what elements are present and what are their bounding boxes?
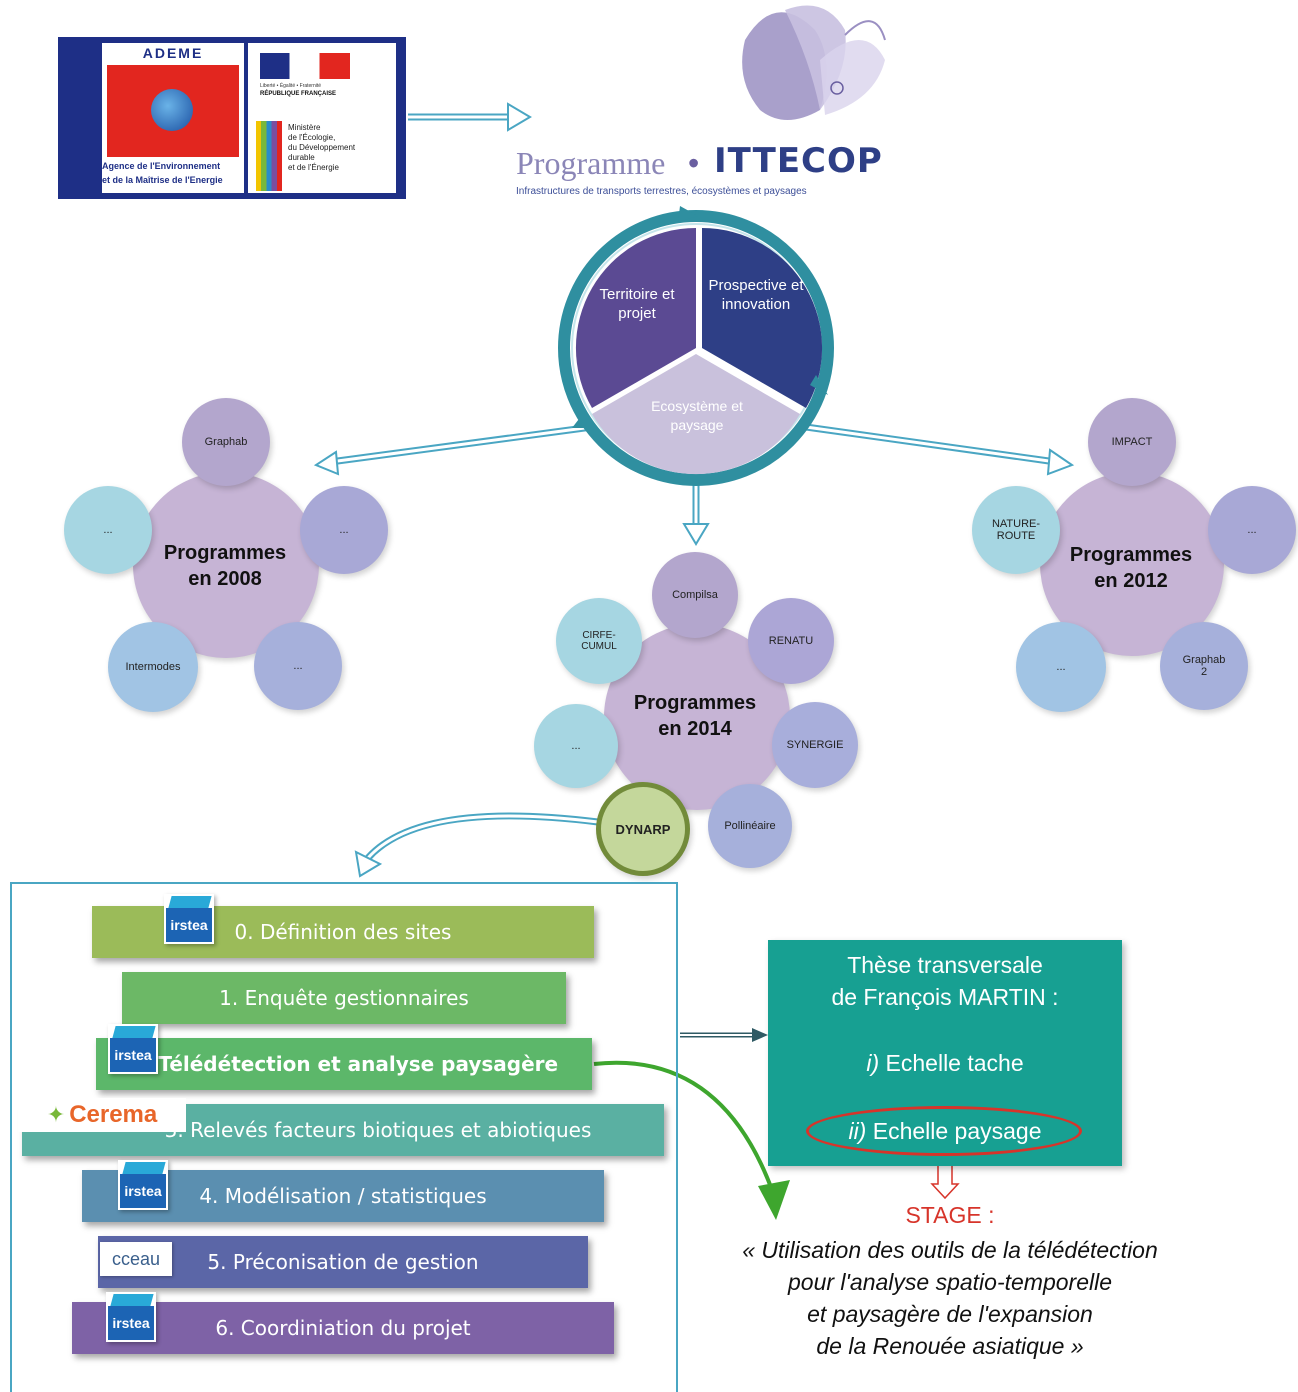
program-word: Programme: [516, 145, 666, 181]
ademe-subtitle-2: et de la Maîtrise de l'Energie: [102, 175, 223, 185]
ademe-subtitle-1: Agence de l'Environnement: [102, 161, 221, 171]
ministere-stripes-icon: [256, 121, 282, 191]
hub-2008-title-line2: en 2008: [188, 568, 262, 590]
satellite-impact: IMPACT: [1088, 398, 1176, 486]
arrow-dynarp-to-steps: [354, 812, 599, 878]
satellite-renatu: RENATU: [748, 598, 834, 684]
stage-line2: pour l'analyse spatio-temporelle: [787, 1269, 1112, 1295]
hub-2008-title-line1: Programmes: [163, 542, 287, 564]
program-name: ITTECOP: [714, 141, 883, 181]
satellite-nature-route: NATURE-ROUTE: [972, 486, 1060, 574]
step-2: 2. Télédétection et analyse paysagère: [96, 1038, 592, 1090]
segment-prospective: [702, 227, 823, 408]
program-subtitle: Infrastructures de transports terrestres…: [516, 186, 807, 197]
stage-description: « Utilisation des outils de la télédétec…: [700, 1234, 1200, 1362]
cycle-diagram: [558, 206, 834, 486]
republique-motto: Liberté • Égalité • Fraternité: [260, 83, 322, 89]
segment-prospective-label: Prospective et innovation: [708, 277, 804, 313]
ministere-line: durable: [288, 153, 315, 162]
satellite-intermodes: Intermodes: [108, 622, 198, 712]
satellite-graphab: Graphab: [182, 398, 270, 486]
ministere-line: du Développement: [288, 143, 356, 152]
irstea-logo-text: irstea: [108, 1306, 154, 1340]
ministere-text: Ministère de l'Écologie, du Développemen…: [288, 123, 355, 173]
irstea-logo-text: irstea: [110, 1038, 156, 1072]
satellite-2012-bottom-left: ...: [1016, 622, 1106, 712]
hub-2014-title-line1: Programmes: [633, 692, 757, 714]
step-6: 6. Coordiniation du projet: [72, 1302, 614, 1354]
stage-line4: de la Renouée asiatique »: [816, 1333, 1084, 1359]
stage-title: STAGE :: [905, 1202, 995, 1228]
these-line1: Thèse transversale: [847, 952, 1043, 978]
irstea-logo: irstea: [108, 1024, 158, 1074]
these-item1: i) Echelle tache: [768, 1050, 1122, 1077]
irstea-logo: irstea: [164, 894, 214, 944]
arrow-teledetection-to-stage: [593, 1060, 790, 1220]
ministere-line: Ministère: [288, 123, 321, 132]
satellite-dynarp: DYNARP: [596, 782, 690, 876]
these-line2: de François MARTIN :: [831, 984, 1059, 1010]
these-item2-highlight-ellipse: [806, 1106, 1082, 1156]
satellite-graphab-2: Graphab 2: [1160, 622, 1248, 710]
stage-line3: et paysagère de l'expansion: [807, 1301, 1093, 1327]
satellite-2014-left: ...: [534, 704, 618, 788]
irstea-logo: irstea: [118, 1160, 168, 1210]
hub-2012-title-line2: en 2012: [1094, 570, 1168, 592]
project-steps-frame: [10, 882, 678, 1392]
segment-territoire: [575, 227, 696, 408]
irstea-logo-text: irstea: [120, 1174, 166, 1208]
ademe-title: ADEME: [142, 45, 204, 61]
satellite-pollineaire: Pollinéaire: [708, 784, 792, 868]
republique-logo: Liberté • Égalité • Fraternité RÉPUBLIQU…: [248, 43, 396, 193]
step-4: 4. Modélisation / statistiques: [82, 1170, 604, 1222]
hub-2014-title-line2: en 2014: [658, 718, 732, 740]
these-item1-num: i): [866, 1050, 880, 1076]
arrow-cycle-to-2014: [682, 478, 710, 546]
satellite-compilsa: Compilsa: [652, 552, 738, 638]
stage-line1: « Utilisation des outils de la télédétec…: [742, 1237, 1158, 1263]
arrow-steps-to-these: [680, 1028, 768, 1042]
hub-2012-title-line1: Programmes: [1069, 544, 1193, 566]
irstea-logo-text: irstea: [166, 908, 212, 942]
cerema-star-icon: ✦: [46, 1102, 66, 1127]
arrow-cycle-to-2008: [313, 423, 593, 476]
satellite-cirfe-cumul: CIRFE-CUMUL: [556, 598, 642, 684]
cceau-logo-text: cceau: [111, 1248, 161, 1269]
hub-2012-title: Programmes en 2012: [1046, 542, 1216, 594]
step-1: 1. Enquête gestionnaires: [122, 972, 566, 1024]
marianne-icon: [260, 53, 350, 79]
satellite-synergie: SYNERGIE: [772, 702, 858, 788]
satellite-2008-bottom-right: ...: [254, 622, 342, 710]
segment-ecosysteme-label: Ecosystème et paysage: [651, 398, 743, 433]
hub-2014-title: Programmes en 2014: [610, 690, 780, 742]
arrow-ademe-to-ittecop: [408, 102, 532, 132]
ademe-logo-block: ADEME Agence de l'Environnement et de la…: [58, 37, 406, 199]
satellite-2012-right: ...: [1208, 486, 1296, 574]
arrow-cycle-to-2012: [805, 423, 1075, 476]
cceau-logo: cceau: [100, 1242, 172, 1276]
globe-icon: [151, 89, 193, 131]
ministere-line: de l'Écologie,: [288, 133, 336, 142]
republique-name: RÉPUBLIQUE FRANÇAISE: [260, 91, 337, 97]
ademe-red-square: [107, 65, 239, 157]
ademe-logo: ADEME Agence de l'Environnement et de la…: [102, 43, 244, 193]
these-item1-text: Echelle tache: [879, 1050, 1024, 1076]
step-5: 5. Préconisation de gestion: [98, 1236, 588, 1288]
satellite-2008-right: ...: [300, 486, 388, 574]
butterfly-icon: [742, 5, 886, 121]
ittecop-logo: Programme • ITTECOP Infrastructures de t…: [510, 0, 890, 205]
cerema-logo: ✦ Cerema: [18, 1098, 186, 1132]
segment-ecosysteme: [592, 354, 800, 475]
hub-2008-title: Programmes en 2008: [140, 540, 310, 592]
program-dot: •: [688, 145, 700, 181]
satellite-2008-left: ...: [64, 486, 152, 574]
segment-territoire-label: Territoire et projet: [599, 286, 675, 322]
cerema-logo-text: Cerema: [69, 1101, 158, 1128]
irstea-logo: irstea: [106, 1292, 156, 1342]
ministere-line: et de l'Énergie: [288, 163, 339, 172]
